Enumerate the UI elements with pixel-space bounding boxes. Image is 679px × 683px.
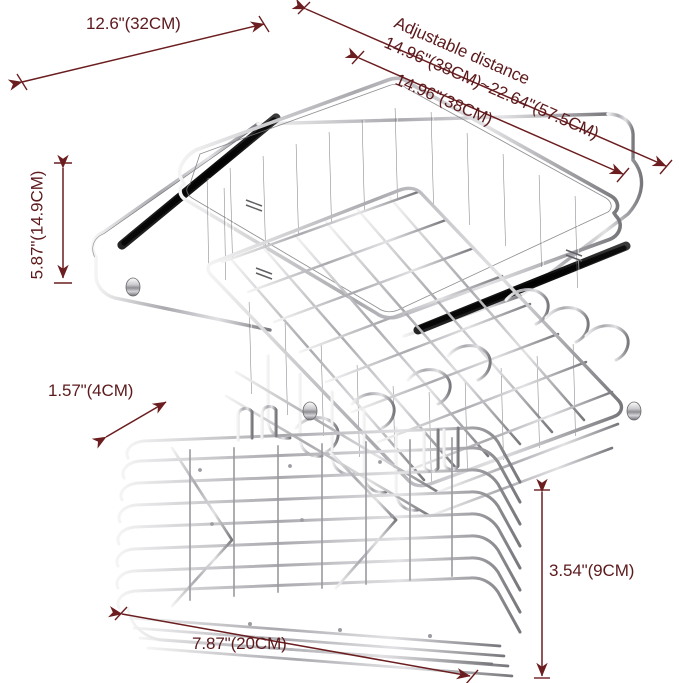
- basket-bottom-frame: [206, 186, 624, 488]
- dimension-label-utensil-width: 7.87"(20CM): [192, 634, 287, 653]
- basket-feet: [125, 277, 642, 421]
- plate-divider-loops: [294, 288, 630, 454]
- dimension-label-utensil-height: 3.54"(9CM): [549, 561, 635, 580]
- dimension-line-top-width: [7, 15, 270, 91]
- utensil-holder-right-cap: [496, 440, 522, 638]
- utensil-holder-rear-wires: [189, 437, 453, 601]
- dimension-label-left-height: 5.87"(14.9CM): [27, 170, 47, 280]
- dimension-line-basket-depth: [344, 47, 630, 183]
- dimension-label-utensil-depth: 1.57"(4CM): [48, 381, 134, 400]
- dimension-line-utensil-depth: [91, 401, 167, 449]
- utensil-holder-hooks: [236, 404, 460, 474]
- utensil-holder-left-cap: [126, 438, 148, 638]
- basket-bottom-mesh: [220, 190, 614, 482]
- rim-slider-clips: [245, 199, 583, 280]
- upper-basket-graphic: [90, 76, 644, 518]
- dimension-line-utensil-height: [534, 478, 550, 679]
- dimension-label-top-width: 12.6"(32CM): [86, 14, 181, 33]
- dimension-line-left-height: [54, 154, 72, 284]
- dimension-line-utensil-width: [108, 606, 479, 683]
- dimension-lines: [7, 0, 673, 683]
